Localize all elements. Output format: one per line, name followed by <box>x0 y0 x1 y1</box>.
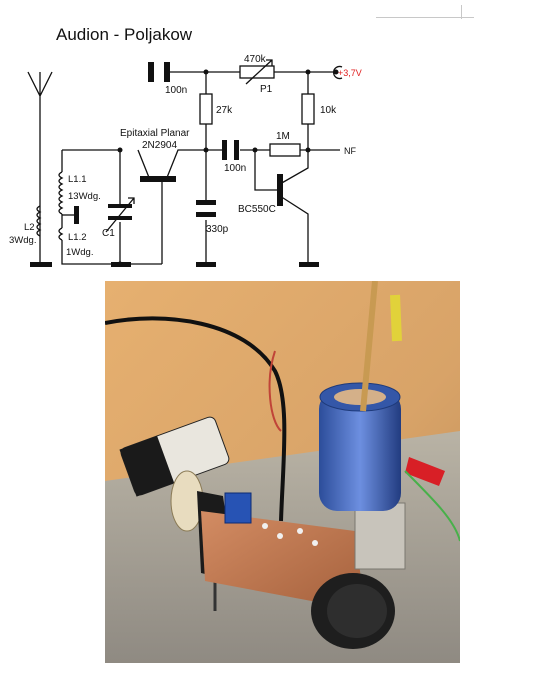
black-cable <box>105 316 287 522</box>
p1-arrow <box>245 59 273 85</box>
l12-turns-label: 1Wdg. <box>66 247 93 258</box>
l12-coil <box>58 227 64 241</box>
supply-label: +3,7V <box>338 68 362 78</box>
q1-type-label: 2N2904 <box>142 140 177 151</box>
r1m-resistor <box>269 143 301 157</box>
r10-label: 10k <box>320 105 337 116</box>
r1m-label: 1M <box>276 131 290 142</box>
variable-capacitor <box>354 502 406 570</box>
l11-turns-label: 13Wdg. <box>68 191 101 202</box>
r27-label: 27k <box>216 105 233 116</box>
radio-build-photo <box>105 281 460 663</box>
c-mid-label: 100n <box>224 163 246 174</box>
c1-plate <box>108 204 132 208</box>
c1-label: C1 <box>102 228 115 239</box>
l2-coil <box>36 205 42 237</box>
q1-transistor <box>137 149 206 264</box>
ground-symbol <box>30 262 52 267</box>
ferrite-rod <box>360 281 378 412</box>
c-top-left <box>148 62 154 82</box>
page-corner-mark <box>461 5 462 19</box>
blue-trimmer <box>224 492 252 524</box>
blue-coil <box>319 391 401 511</box>
red-clip <box>405 457 445 486</box>
audion-schematic: +3,7V Audion - Poljakow 100n 470k P1 27k… <box>0 0 376 284</box>
c-mid-plate <box>234 140 239 160</box>
q2-type-label: BC550C <box>238 204 276 215</box>
p1-value-label: 470k <box>244 54 267 65</box>
c-top-label: 100n <box>165 85 187 96</box>
r27-resistor <box>199 93 213 125</box>
l12-label: L1.2 <box>68 232 87 243</box>
l2-label: L2 <box>24 222 35 233</box>
c-top-plate <box>164 62 170 82</box>
schematic-title: Audion - Poljakow <box>56 25 193 44</box>
c330-plate <box>196 212 216 217</box>
r10-resistor <box>301 93 315 125</box>
antenna-symbol <box>27 71 53 264</box>
nf-label: NF <box>344 146 356 156</box>
l11-label: L1.1 <box>68 174 87 185</box>
l11-coil <box>58 171 64 215</box>
c1-arrow <box>105 197 135 233</box>
q1-desc-label: Epitaxial Planar <box>120 128 190 139</box>
ground-symbol <box>196 262 216 267</box>
ground-symbol <box>299 262 319 267</box>
c1-plate <box>108 216 132 220</box>
c330-label: 330p <box>206 224 229 235</box>
c330-plate <box>196 200 216 205</box>
l2-turns-label: 3Wdg. <box>9 235 36 246</box>
p1-resistor <box>239 65 275 79</box>
c-mid-plate <box>222 140 227 160</box>
p1-name-label: P1 <box>260 84 273 95</box>
tap-ground <box>74 206 79 224</box>
page-divider-line <box>376 17 474 18</box>
